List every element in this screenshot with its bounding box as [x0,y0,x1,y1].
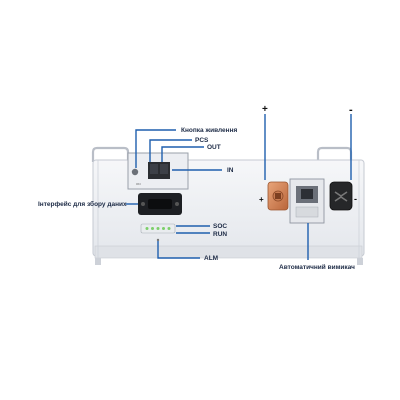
label-soc: SOC [213,223,227,230]
label-pcs: PCS [195,137,209,144]
labels: Кнопка живлення PCS OUT IN Інтерфейс для… [38,104,357,271]
label-out: OUT [207,144,221,151]
soc-led-1 [145,227,149,230]
label-run: RUN [213,231,227,238]
reset-hole [156,238,160,242]
label-data-interface: Інтерфейс для збору даних [38,200,127,208]
label-power-button: Кнопка живлення [181,127,237,134]
svg-text:ON: ON [136,182,141,186]
power-button[interactable] [131,168,139,176]
label-plus-top: + [262,104,268,115]
soc-led-2 [151,227,154,230]
label-in: IN [227,167,234,174]
positive-terminal[interactable] [267,181,289,211]
connector-panel: ON [127,152,189,190]
label-alm: ALM [204,255,218,262]
label-auto-switch: Автоматичний вимикач [279,263,355,271]
indicator-strip [140,223,176,242]
leader-lines [126,114,352,260]
soc-led-4 [162,227,165,230]
soc-led-3 [156,227,160,230]
label-minus-top: - [349,104,353,116]
circuit-breaker[interactable] [289,178,325,224]
data-interface-port[interactable] [138,193,182,215]
label-plus-terminal: + [259,195,264,204]
left-handle [91,146,130,162]
soc-led-5 [167,227,171,230]
label-minus-terminal: - [354,194,357,204]
negative-terminal[interactable] [329,181,353,211]
